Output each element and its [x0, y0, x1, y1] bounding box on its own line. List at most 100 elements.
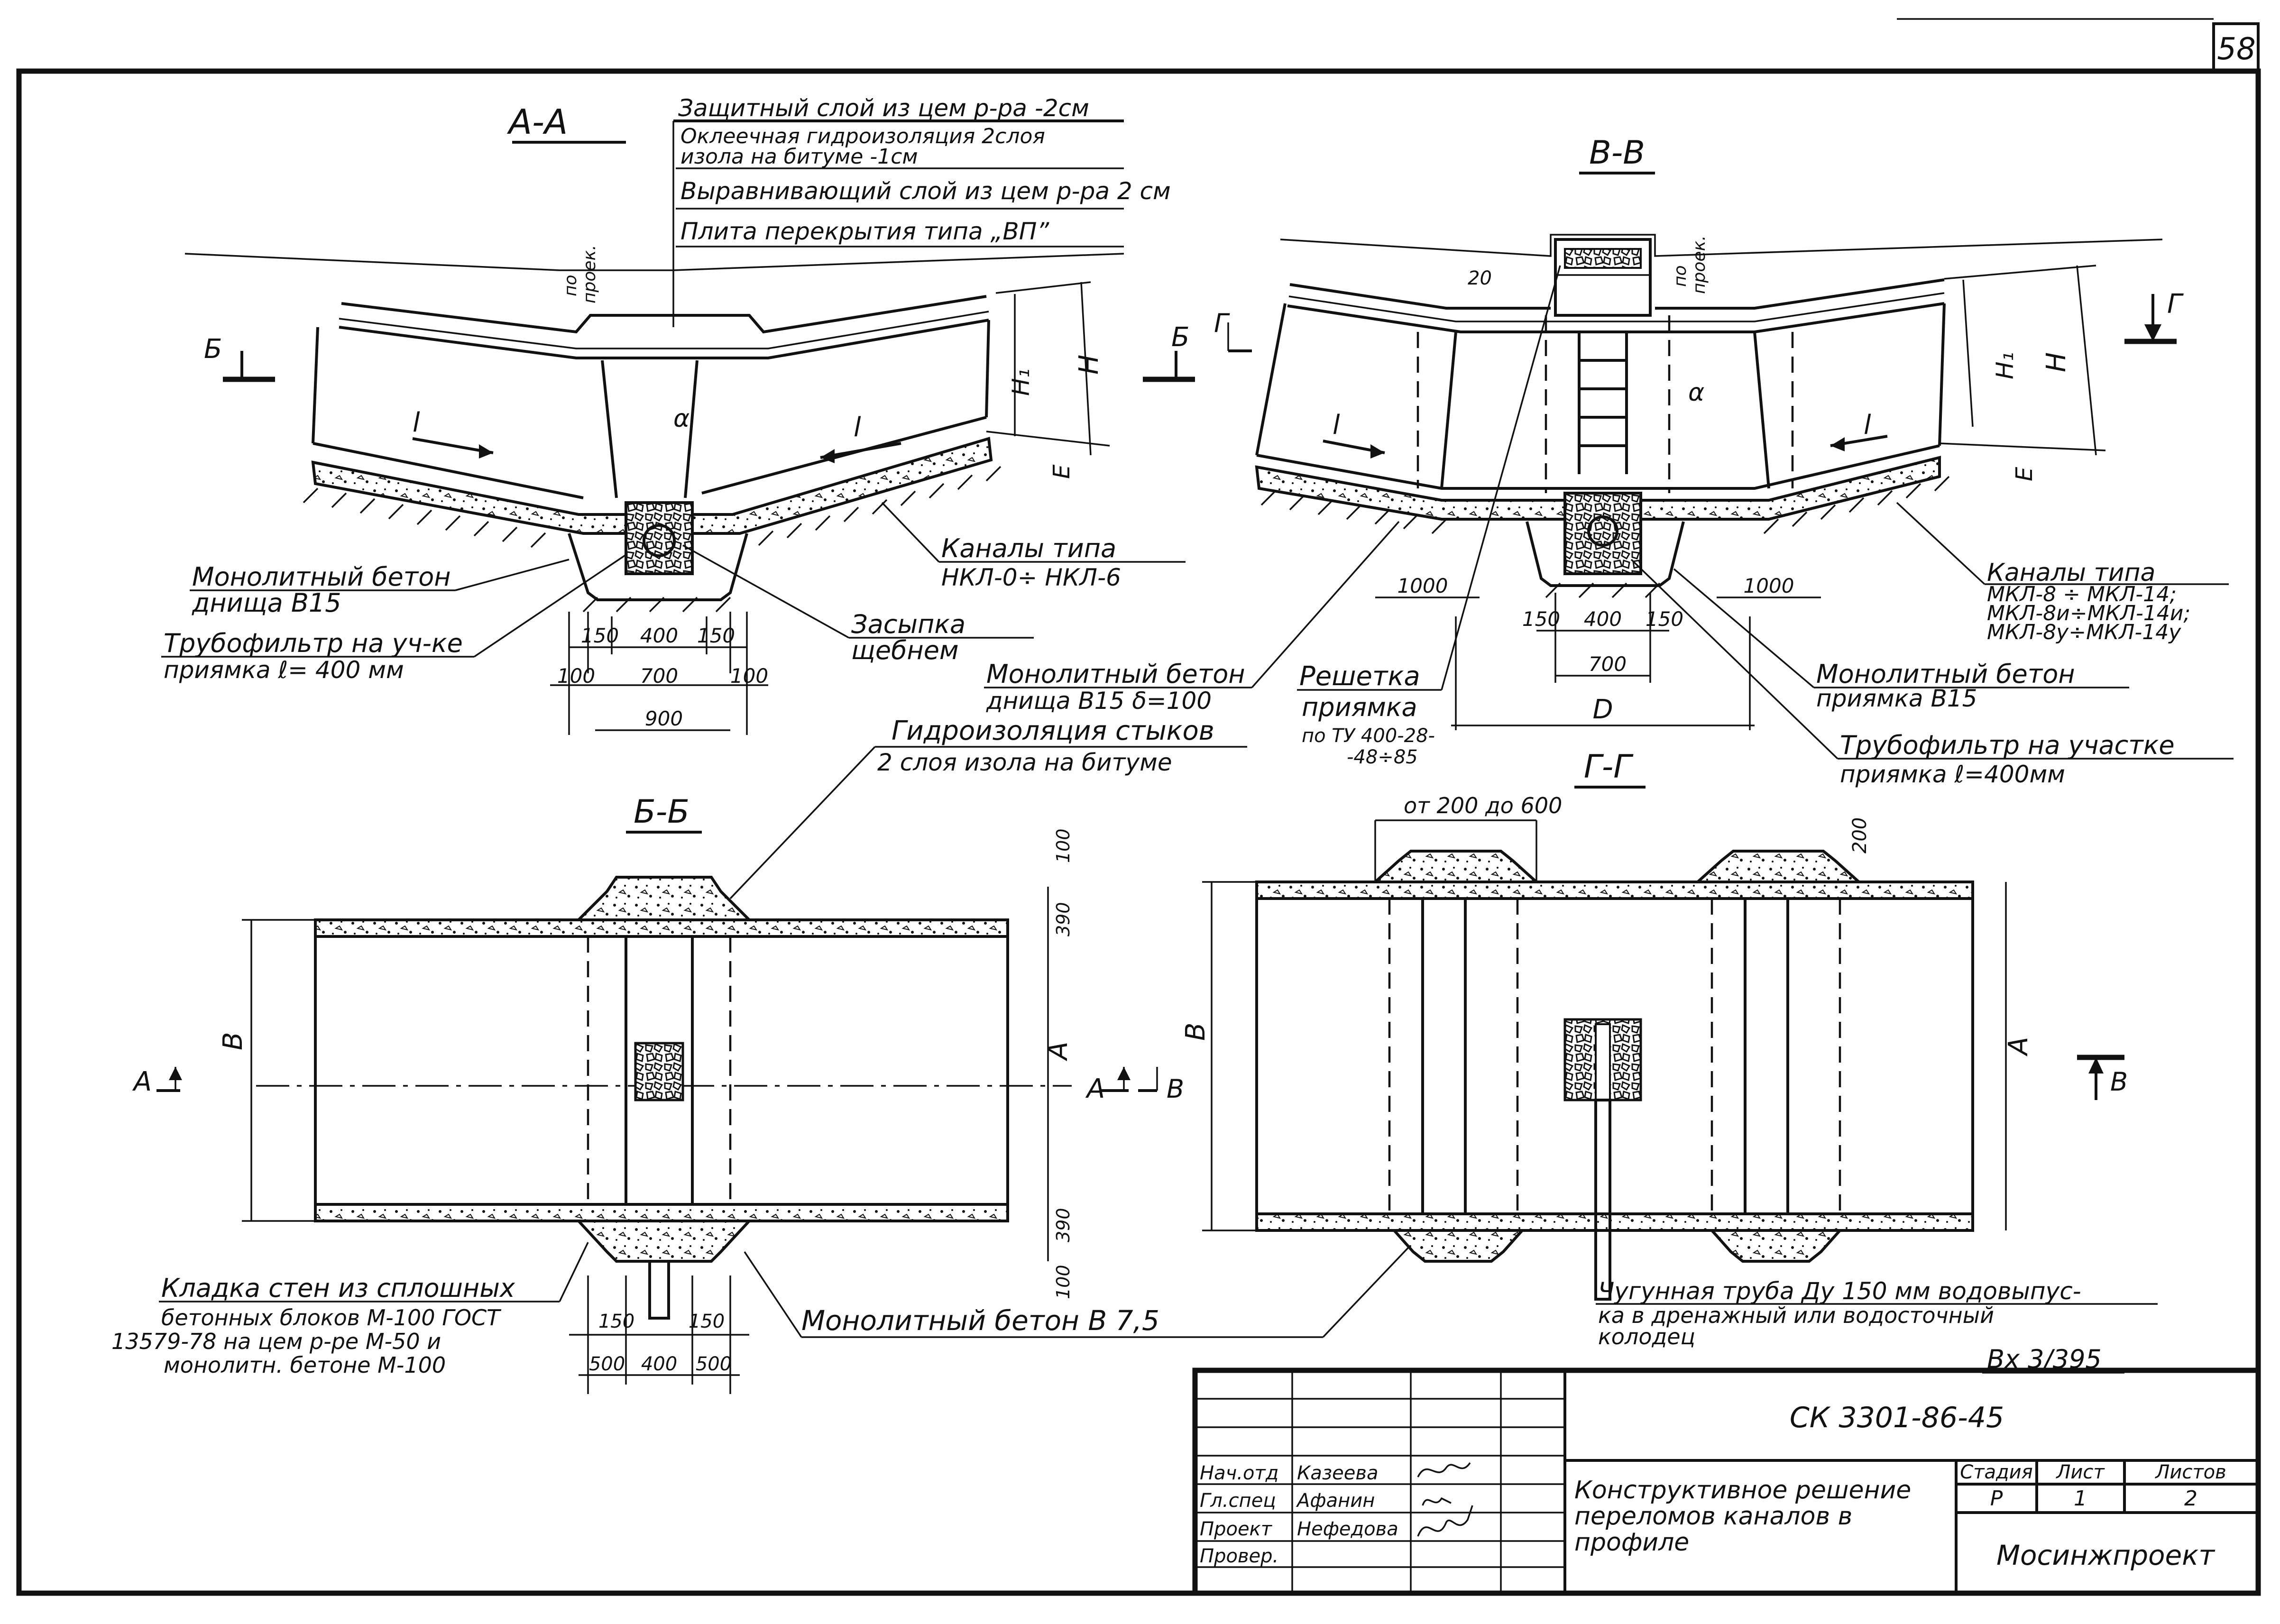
- bb-concrete: Монолитный бетон В 7,5: [801, 1304, 1159, 1337]
- gg-pipe-2: ка в дренажный или водосточный: [1598, 1303, 1994, 1328]
- vv-dim-150a: 150: [1522, 607, 1560, 631]
- vv-dim-e: E: [2011, 467, 2038, 481]
- vv-channels-4: МКЛ-8у÷МКЛ-14у: [1987, 620, 2181, 644]
- vv-bottom-2: днища В15 δ=100: [986, 687, 1212, 715]
- bb-joint-1: Гидроизоляция стыков: [892, 716, 1214, 746]
- title-stage-h: Стадия: [1960, 1461, 2032, 1483]
- vv-alpha: α: [1688, 378, 1704, 407]
- aa-po: по: [561, 275, 580, 296]
- vv-channels-2: МКЛ-8 ÷ МКЛ-14;: [1987, 582, 2177, 606]
- vv-dim-400: 400: [1584, 607, 1622, 631]
- bb-cut-a-left: A: [132, 1066, 152, 1097]
- vv-filter-2: приямка ℓ=400мм: [1840, 761, 2065, 788]
- gg-dim-200: 200: [1849, 817, 1871, 853]
- aa-channels-2: НКЛ-0÷ НКЛ-6: [941, 564, 1121, 591]
- gg-pipe-1: Чугунная труба Ду 150 мм водовыпус-: [1598, 1277, 2081, 1305]
- title-name-3: Нефедова: [1297, 1518, 1398, 1540]
- aa-callout-5: Плита перекрытия типа „ВП”: [680, 218, 1049, 245]
- aa-dim-400: 400: [640, 624, 678, 647]
- aa-dim-150a: 150: [581, 624, 619, 647]
- gg-cut-v-right: B: [2110, 1067, 2128, 1097]
- vv-dim-d: D: [1592, 694, 1613, 725]
- title-block: СК 3301-86-45 Конструктивное решение пер…: [1192, 1367, 2261, 1596]
- aa-channels-1: Каналы типа: [941, 533, 1116, 563]
- vv-dim-150b: 150: [1646, 607, 1683, 631]
- section-aa-title: А-А: [507, 102, 568, 142]
- title-role-2: Гл.спец: [1200, 1490, 1276, 1512]
- bb-dim-100a: 100: [1053, 828, 1074, 863]
- gg-dim-a: A: [2003, 1037, 2034, 1056]
- bb-dim-150b: 150: [689, 1311, 725, 1332]
- aa-cut-b-left: Б: [204, 334, 222, 365]
- section-bb: Б-Б Гидроизоляция стыков 2 слоя изола на…: [111, 716, 1419, 1394]
- title-line-1: Конструктивное решение: [1574, 1476, 1911, 1505]
- bb-dim-500b: 500: [696, 1353, 732, 1375]
- aa-dim-700: 700: [640, 664, 678, 688]
- vv-channels-1: Каналы типа: [1987, 559, 2155, 587]
- aa-dim-h1: H₁: [1007, 368, 1035, 396]
- aa-dim-h: H: [1074, 355, 1104, 375]
- title-sheet: 1: [2074, 1486, 2087, 1511]
- vv-channels-3: МКЛ-8и÷МКЛ-14и;: [1987, 601, 2190, 625]
- vv-flow-l-left: l: [1333, 410, 1340, 440]
- aa-monolith-2: днища В15: [192, 588, 341, 618]
- vv-po: по: [1671, 265, 1690, 287]
- aa-backfill-2: щебнем: [851, 635, 959, 665]
- title-stage: Р: [1990, 1486, 2003, 1511]
- bb-dim-390a: 390: [1053, 902, 1074, 936]
- aa-dim-100b: 100: [730, 664, 768, 688]
- signature-2: [1422, 1497, 1452, 1506]
- signature-3: [1417, 1505, 1473, 1537]
- bb-dim-400: 400: [641, 1353, 677, 1375]
- section-gg: Г-Г от 200 до 600 200 B A B: [1138, 748, 2158, 1374]
- gg-span: от 200 до 600: [1404, 793, 1562, 818]
- signature-1: [1417, 1462, 1471, 1477]
- aa-dim-e: E: [1048, 464, 1075, 479]
- title-name-1: Казеева: [1297, 1462, 1378, 1484]
- aa-callout-3: изола на битуме -1см: [680, 145, 918, 169]
- vv-proek: проек.: [1690, 235, 1709, 294]
- aa-callout-1: Защитный слой из цем р-ра -2см: [678, 94, 1089, 122]
- bb-dim-500a: 500: [589, 1353, 625, 1375]
- title-sheets: 2: [2184, 1486, 2197, 1511]
- aa-cut-b-right: Б: [1171, 322, 1189, 353]
- aa-dim-150b: 150: [697, 624, 735, 647]
- aa-filter-1: Трубофильтр на уч-ке: [164, 628, 463, 658]
- vv-grate-3: по ТУ 400-28-: [1302, 725, 1435, 747]
- bb-masonry-2: бетонных блоков М-100 ГОСТ: [161, 1305, 502, 1330]
- title-name-2: Афанин: [1296, 1490, 1375, 1512]
- bb-dim-390b: 390: [1053, 1208, 1074, 1242]
- section-aa: А-А Защитный слой из цем р-ра -2см Оклее…: [161, 94, 1195, 735]
- vv-flow-l-right: l: [1864, 410, 1871, 440]
- vv-monolith-2: приямка В15: [1816, 685, 1977, 712]
- aa-flow-l-right: l: [854, 412, 861, 443]
- bb-dim-100b: 100: [1053, 1265, 1074, 1299]
- aa-filter-2: приямка ℓ= 400 мм: [164, 656, 404, 684]
- sheet-frame: 58: [16, 18, 2261, 1596]
- gg-cut-v-left: B: [1167, 1074, 1184, 1104]
- vv-cut-g1: Г: [1214, 308, 1230, 338]
- vv-dim-1000b: 1000: [1744, 574, 1794, 597]
- section-vv: В-В: [984, 134, 2234, 788]
- bb-masonry-3: 13579-78 на цем р-ре М-50 и: [111, 1329, 441, 1354]
- vv-dim-20: 20: [1468, 267, 1492, 289]
- vv-dim-h: H: [2041, 352, 2072, 372]
- gg-pipe-3: колодец: [1598, 1324, 1695, 1349]
- aa-flow-l-left: l: [413, 407, 420, 438]
- title-role-1: Нач.отд: [1200, 1462, 1278, 1484]
- vv-cut-g: Г: [2167, 289, 2184, 320]
- aa-dim-900: 900: [645, 707, 683, 730]
- vv-dim-700: 700: [1589, 652, 1627, 676]
- vv-grate-2: приямка: [1302, 692, 1417, 722]
- bb-dim-150a: 150: [598, 1311, 634, 1332]
- vv-bottom-1: Монолитный бетон: [986, 659, 1245, 689]
- vv-ladder: [1578, 332, 1628, 474]
- bb-masonry-1: Кладка стен из сплошных: [161, 1273, 515, 1303]
- section-gg-title: Г-Г: [1584, 748, 1634, 786]
- title-sheet-h: Лист: [2055, 1461, 2105, 1483]
- aa-proek: проек.: [580, 245, 599, 303]
- title-org: Мосинжпроект: [1996, 1539, 2216, 1571]
- vv-dim-h1: H₁: [1991, 352, 2019, 379]
- title-line-2: переломов каналов в: [1574, 1502, 1852, 1531]
